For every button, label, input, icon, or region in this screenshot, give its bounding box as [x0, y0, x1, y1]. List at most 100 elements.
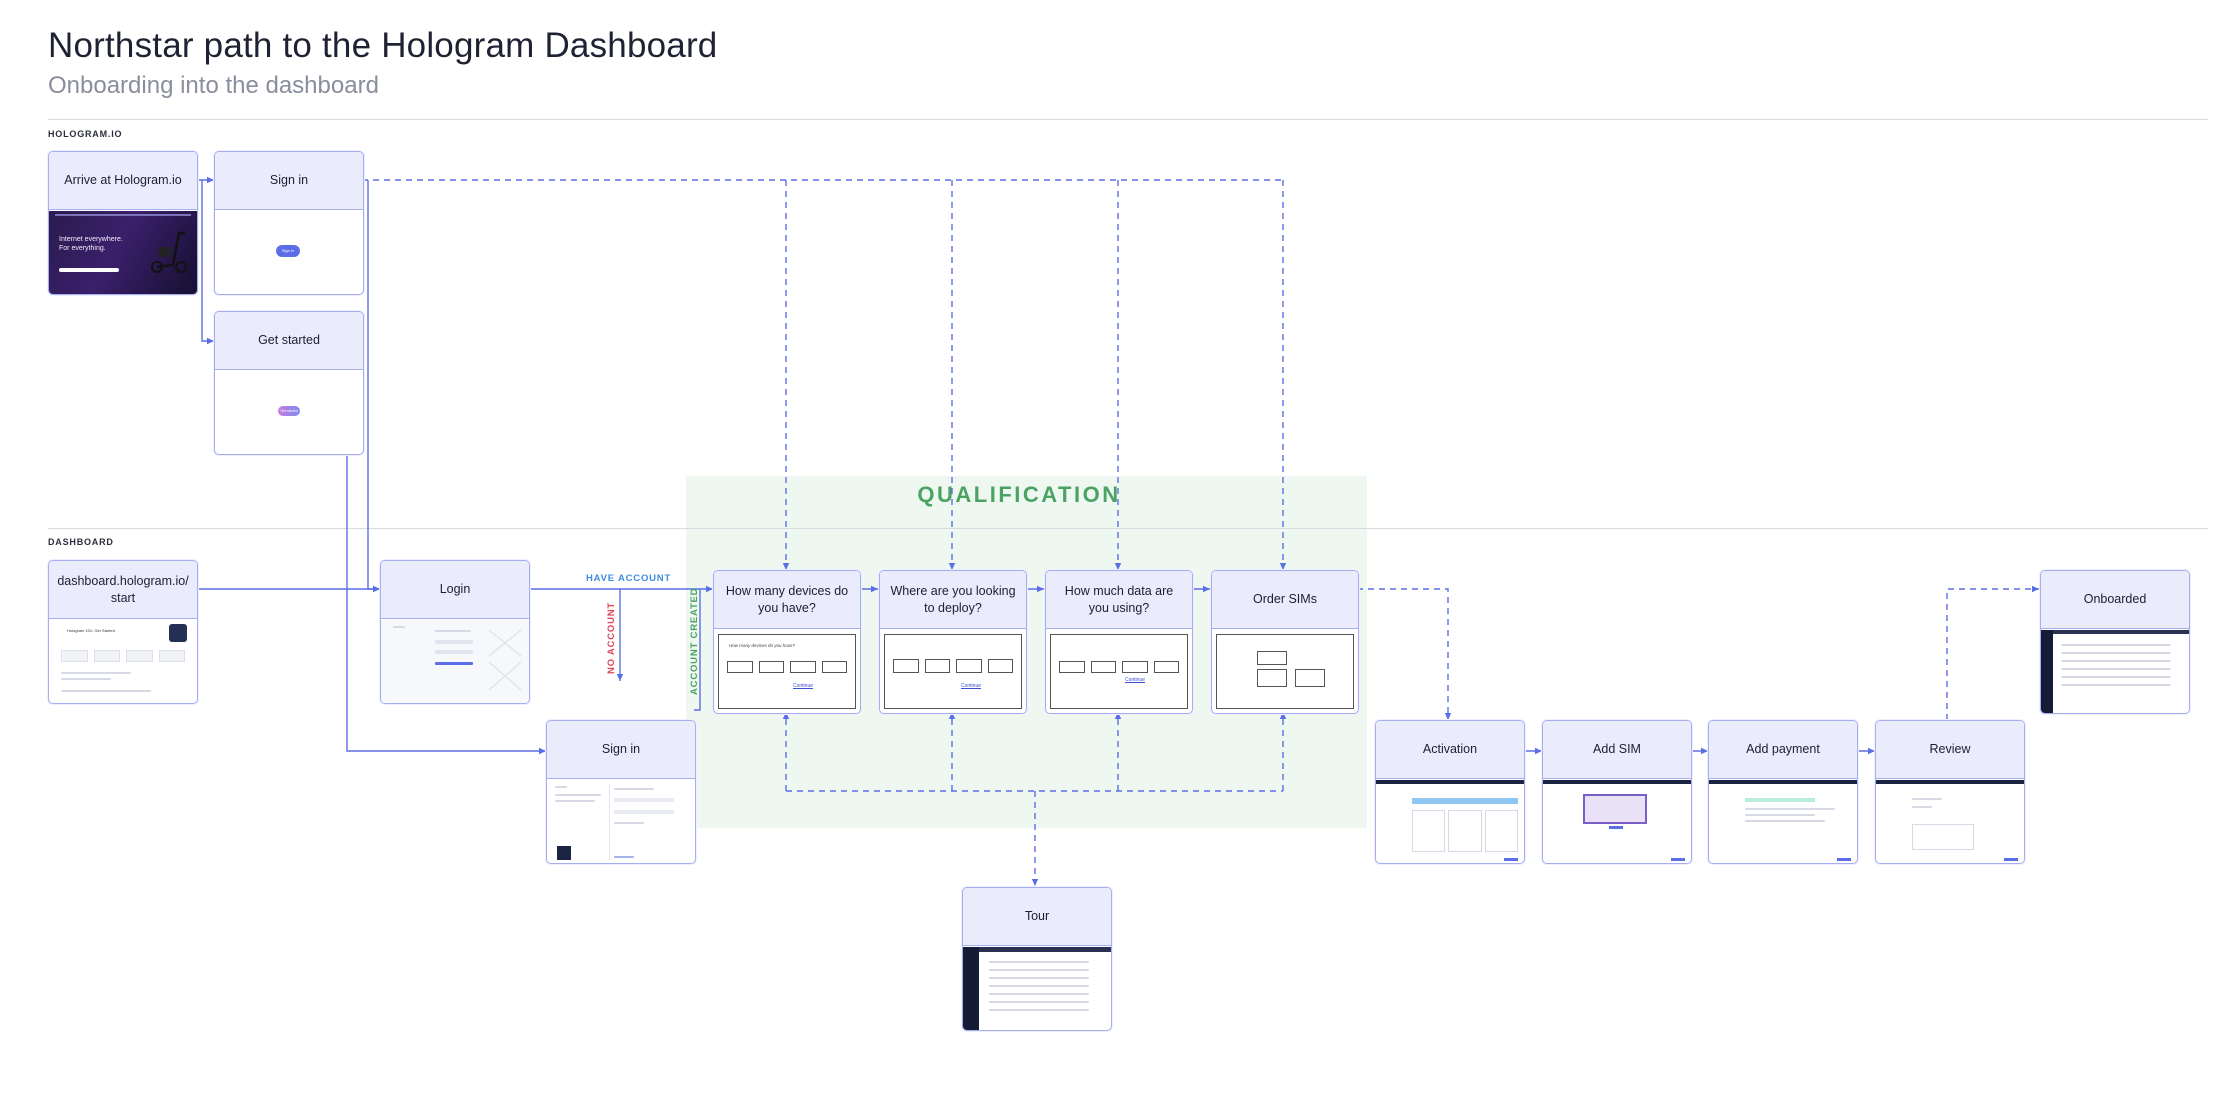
card-title: Onboarded — [2041, 571, 2189, 629]
thumb-row — [989, 977, 1089, 979]
card-title: Arrive at Hologram.io — [49, 152, 197, 210]
thumb-line — [555, 794, 601, 796]
thumb-step-row — [61, 650, 185, 662]
section-label-hologram: HOLOGRAM.IO — [48, 129, 123, 139]
thumb-panels — [1412, 810, 1518, 852]
thumb-line — [555, 786, 567, 788]
thumb-row — [2061, 660, 2171, 662]
card-title: Sign in — [547, 721, 695, 779]
onboarded-thumbnail — [2041, 630, 2189, 713]
thumb-search-bar — [59, 268, 119, 272]
card-q-deploy[interactable]: Where are you looking to deploy? Continu… — [879, 570, 1027, 714]
thumb-topbar — [1376, 780, 1524, 784]
signin-top-thumbnail: Sign in — [215, 211, 363, 294]
signin-dashboard-thumbnail — [547, 780, 695, 863]
connector-signin-accountcreated — [694, 589, 701, 711]
sketch-options — [1059, 661, 1179, 673]
sketch-options — [893, 659, 1013, 673]
sketch-question: How many devices do you have? — [729, 643, 796, 648]
thumb-row — [2061, 684, 2171, 686]
thumb-action — [1609, 826, 1623, 829]
thumb-line — [1745, 820, 1825, 822]
thumb-line — [1745, 814, 1815, 816]
thumb-row — [989, 993, 1089, 995]
arrive-thumbnail: Internet everywhere. For everything. — [49, 211, 197, 294]
thumb-line — [393, 626, 405, 628]
sketch-tile — [1295, 669, 1325, 687]
sketch-tile — [1257, 651, 1287, 665]
page-subtitle: Onboarding into the dashboard — [48, 72, 379, 99]
flow-label-have-account: HAVE ACCOUNT — [586, 573, 672, 584]
card-title: Add payment — [1709, 721, 1857, 779]
card-title: How many devices do you have? — [714, 571, 860, 629]
sketch-devices: How many devices do you have? Continue — [714, 630, 860, 713]
thumb-hero-text: Internet everywhere. For everything. — [59, 236, 123, 252]
card-title: Get started — [215, 312, 363, 370]
card-title: Add SIM — [1543, 721, 1691, 779]
connector-getstarted-signin — [346, 453, 546, 755]
card-add-payment[interactable]: Add payment — [1708, 720, 1858, 864]
card-signin-top[interactable]: Sign in Sign in — [214, 151, 364, 295]
sketch-data: Continue — [1046, 630, 1192, 713]
thumb-row — [989, 961, 1089, 963]
thumb-banner — [1412, 798, 1518, 804]
card-onboarded[interactable]: Onboarded — [2040, 570, 2190, 714]
thumb-topbar — [1543, 780, 1691, 784]
card-title: How much data are you using? — [1046, 571, 1192, 629]
sketch-tile — [1257, 669, 1287, 687]
flow-label-account-created: ACCOUNT CREATED — [689, 587, 700, 695]
thumb-row — [2061, 644, 2171, 646]
card-signin-dashboard[interactable]: Sign in — [546, 720, 696, 864]
thumb-card-dark — [169, 624, 187, 642]
signin-button-thumb: Sign in — [276, 245, 300, 257]
thumb-row — [989, 969, 1089, 971]
review-thumbnail — [1876, 780, 2024, 863]
card-order-sims[interactable]: Order SIMs — [1211, 570, 1359, 714]
thumb-sim-card — [1583, 794, 1647, 824]
card-add-sim[interactable]: Add SIM — [1542, 720, 1692, 864]
get-started-thumbnail: Get started — [215, 371, 363, 454]
thumb-action — [1671, 858, 1685, 861]
add-sim-thumbnail — [1543, 780, 1691, 863]
tour-thumbnail — [963, 947, 1111, 1030]
thumb-row — [989, 1009, 1089, 1011]
card-activation[interactable]: Activation — [1375, 720, 1525, 864]
sketch-continue: Continue — [961, 683, 982, 689]
thumb-topbar — [979, 947, 1111, 952]
thumb-action — [1504, 858, 1518, 861]
activation-thumbnail — [1376, 780, 1524, 863]
sketch-continue: Continue — [793, 683, 814, 689]
card-q-devices[interactable]: How many devices do you have? How many d… — [713, 570, 861, 714]
card-tour[interactable]: Tour — [962, 887, 1112, 1031]
sketch-order — [1212, 630, 1358, 713]
thumb-nav-bar — [55, 214, 191, 216]
card-arrive[interactable]: Arrive at Hologram.io Internet everywher… — [48, 151, 198, 295]
card-dashboard-start[interactable]: dashboard.hologram.io/ start Hologram 10… — [48, 560, 198, 704]
dashboard-start-thumbnail: Hologram 101: Get Started — [49, 620, 197, 703]
dashed-review-onboarded — [1946, 585, 2039, 720]
login-thumbnail — [381, 620, 529, 703]
thumb-action — [1837, 858, 1851, 861]
thumb-summary-box — [1912, 824, 1974, 850]
dashboard-divider — [48, 528, 2208, 529]
thumb-topbar — [1709, 780, 1857, 784]
thumb-line — [61, 672, 131, 674]
thumb-topbar — [2053, 630, 2189, 634]
thumb-line — [1745, 808, 1835, 810]
get-started-button-thumb: Get started — [278, 406, 300, 416]
thumb-line — [1912, 806, 1932, 808]
thumb-line — [1912, 798, 1942, 800]
card-review[interactable]: Review — [1875, 720, 2025, 864]
card-title: Login — [381, 561, 529, 619]
card-get-started[interactable]: Get started Get started — [214, 311, 364, 455]
sketch-deploy: Continue — [880, 630, 1026, 713]
page-title: Northstar path to the Hologram Dashboard — [48, 26, 718, 65]
thumb-row — [2061, 676, 2171, 678]
dashed-order-activation — [1357, 588, 1452, 720]
card-title: dashboard.hologram.io/ start — [49, 561, 197, 619]
card-login[interactable]: Login — [380, 560, 530, 704]
card-q-data[interactable]: How much data are you using? Continue — [1045, 570, 1193, 714]
sketch-options — [727, 661, 847, 673]
card-title: Review — [1876, 721, 2024, 779]
